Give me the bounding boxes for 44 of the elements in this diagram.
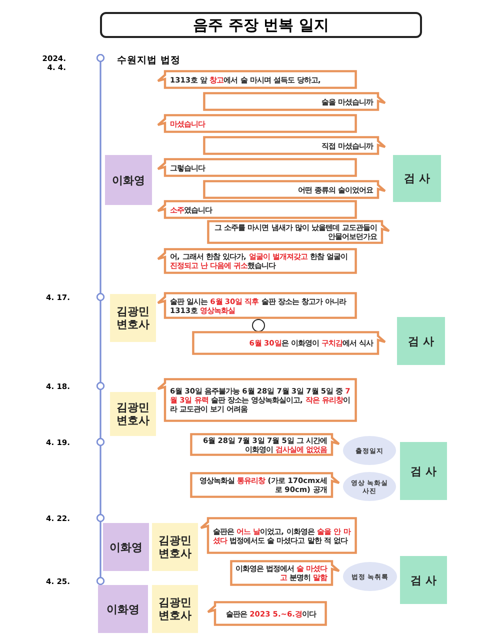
speech-bubble [157,70,357,89]
speech-bubble [192,331,386,355]
speech-bubble [190,433,340,456]
speaker-name: 김광민 변호사 [158,596,192,622]
speaker-box [397,317,445,365]
speaker-box [110,294,156,342]
speech-bubble [157,200,357,219]
speech-bubble [203,180,386,199]
speaker-box [98,585,148,633]
speaker-box [152,523,198,571]
speaker-box [400,556,447,604]
speech-bubble [190,472,340,498]
speech-bubble [207,220,390,244]
speech-bubble [203,136,386,155]
speech-bubble [157,114,357,133]
speaker-box [393,155,441,202]
speaker-name: 이화영 [111,174,146,186]
circle-marker [252,319,265,332]
speech-bubble [200,517,357,554]
speaker-name: 김광민 변호사 [116,401,150,427]
speech-bubble [203,92,386,111]
speaker-name: 김광민 변호사 [158,534,192,560]
section-heading: 수원지법 법정 [117,55,180,67]
speech-bubble [207,601,327,626]
speaker-name: 검 사 [410,574,438,586]
speaker-name: 이화영 [108,540,144,554]
speech-bubble [157,248,357,274]
speech-bubble [157,158,357,177]
speaker-name: 검 사 [407,334,435,348]
speech-bubble [157,292,357,319]
speaker-box [110,392,156,436]
speaker-name: 검 사 [403,172,431,185]
speaker-name: 검 사 [410,464,438,478]
evidence-ellipse [343,436,396,465]
speaker-name: 이화영 [106,602,140,616]
speaker-box [103,523,149,571]
speaker-name: 김광민 변호사 [116,305,150,331]
speaker-box [105,155,152,205]
speaker-box [400,442,447,500]
evidence-ellipse [343,562,397,591]
speech-bubble [230,560,340,586]
speaker-box [152,585,198,633]
speech-bubble [157,378,357,422]
title-banner: 음주 주장 번복 일지 [100,12,422,38]
